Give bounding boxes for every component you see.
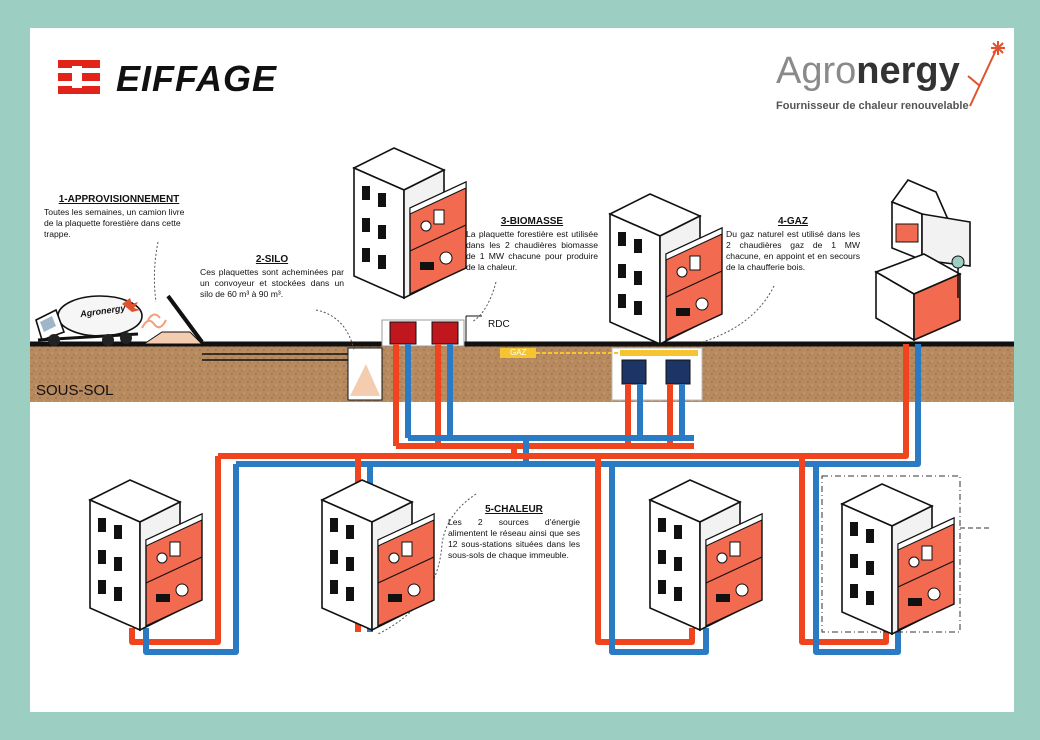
step-4-gaz: 4-GAZ Du gaz naturel est utilisé dans le… — [726, 216, 860, 273]
biomass-boiler-2 — [431, 321, 459, 345]
substation-building-2 — [321, 479, 435, 631]
step-3-biomasse: 3-BIOMASSE La plaquette forestière est u… — [466, 216, 598, 273]
leader-line-step5 — [377, 493, 477, 635]
step-title: 5-CHALEUR — [485, 504, 543, 515]
step-text: Du gaz naturel est utilisé dans les 2 ch… — [726, 229, 860, 272]
leader-line-step1 — [153, 241, 159, 303]
step-2-silo: 2-SILO Ces plaquettes sont acheminées pa… — [200, 254, 344, 300]
step-title: 3-BIOMASSE — [500, 216, 564, 227]
leader-line-step4 — [701, 285, 775, 343]
leader-line-step3 — [471, 281, 497, 323]
gas-boiler-2 — [665, 359, 691, 385]
biomass-boiler-1 — [389, 321, 417, 345]
building-boiler-house — [353, 147, 467, 299]
agronergy-star-icon — [967, 41, 1005, 107]
delivery-trap — [142, 331, 204, 345]
agronergy-wordmark-part2: nergy — [856, 50, 960, 92]
gas-line-label: GAZ — [510, 348, 527, 357]
building-gas-house — [609, 193, 723, 345]
step-title: 4-GAZ — [778, 216, 808, 227]
step-text: Toutes les semaines, un camion livre de … — [44, 207, 185, 239]
agronergy-wordmark-part1: Agro — [776, 50, 857, 92]
eiffage-mark-icon — [58, 60, 100, 94]
substation-building-3 — [649, 479, 763, 631]
substation-building-1 — [89, 479, 203, 631]
substation-highlight — [821, 475, 961, 633]
step-text: Les 2 sources d'énergie alimentent le ré… — [448, 517, 580, 560]
district-heating-diagram — [30, 147, 1014, 655]
eiffage-logo: EIFFAGE — [58, 54, 308, 104]
step-text: Ces plaquettes sont acheminées par un co… — [200, 267, 344, 299]
ground-floor-label: RDC — [488, 319, 510, 330]
diagram-sheet: EIFFAGE Agronergy Fournisseur de chaleur… — [30, 28, 1014, 712]
leader-line-step2 — [315, 309, 355, 351]
delivery-truck — [35, 295, 143, 346]
eiffage-wordmark: EIFFAGE — [116, 58, 278, 99]
gas-boiler-1 — [621, 359, 647, 385]
step-1-approvisionnement: 1-APPROVISIONNEMENT Toutes les semaines,… — [44, 194, 194, 240]
step-title: 2-SILO — [255, 254, 289, 265]
building-school — [874, 179, 971, 342]
gas-tag — [500, 348, 536, 358]
step-text: La plaquette forestière est utilisée dan… — [466, 229, 598, 272]
substation-building-4 — [841, 483, 955, 635]
agronergy-tagline: Fournisseur de chaleur renouvelable — [776, 100, 969, 112]
step-title: 1-APPROVISIONNEMENT — [58, 194, 180, 205]
agronergy-logo: Agronergy Fournisseur de chaleur renouve… — [774, 36, 1010, 120]
step-5-chaleur: 5-CHALEUR Les 2 sources d'énergie alimen… — [448, 504, 580, 561]
basement-label: SOUS-SOL — [36, 382, 114, 399]
